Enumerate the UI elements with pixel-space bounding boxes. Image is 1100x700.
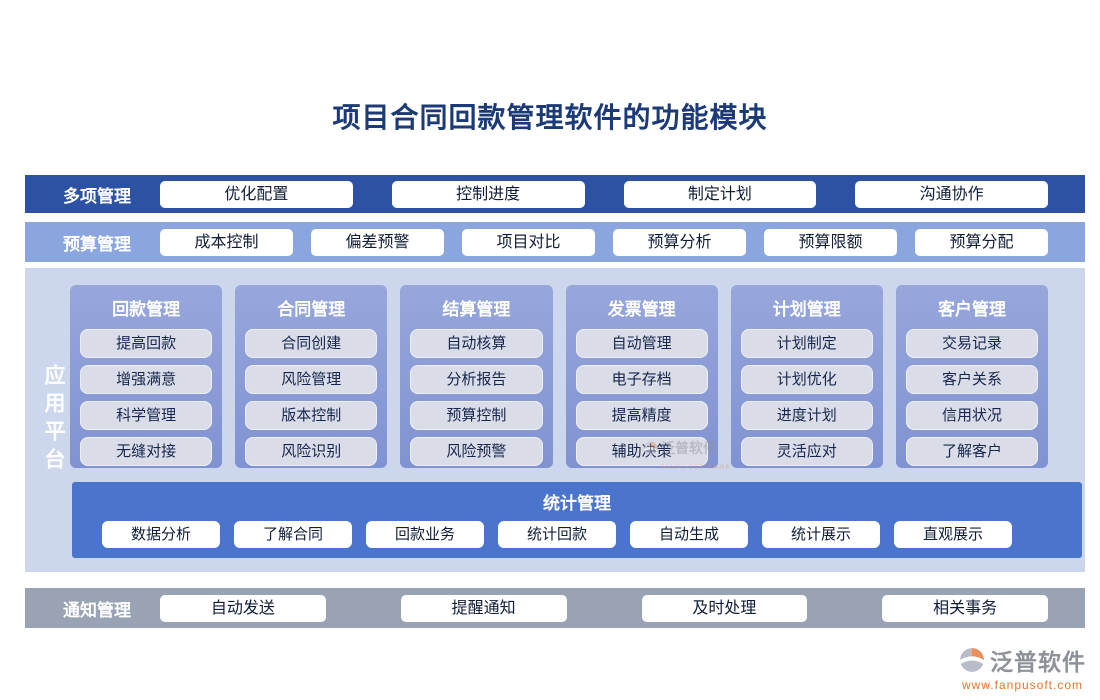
module-card-item: 了解客户 <box>905 437 1039 466</box>
module-card-item: 版本控制 <box>245 401 378 430</box>
module-card-item: 客户关系 <box>905 365 1039 394</box>
stats-item-pill: 数据分析 <box>102 521 220 548</box>
budget-item-pill: 项目对比 <box>462 228 595 256</box>
module-card: 发票管理自动管理电子存档提高精度辅助决策 <box>565 285 718 468</box>
application-platform-panel: 应用平台 回款管理提高回款增强满意科学管理无缝对接合同管理合同创建风险管理版本控… <box>25 268 1085 572</box>
watermark-subtext: FANPU SOFTWARE <box>661 465 731 471</box>
module-card: 计划管理计划制定计划优化进度计划灵活应对 <box>730 285 883 468</box>
module-card-item: 交易记录 <box>905 329 1039 358</box>
multi-item-pill: 优化配置 <box>160 180 353 208</box>
brand-url: www.fanpusoft.com <box>961 678 1084 692</box>
module-card-item: 进度计划 <box>740 401 873 430</box>
module-card-item: 提高精度 <box>575 401 708 430</box>
module-card-item: 提高回款 <box>80 329 213 358</box>
module-card-item: 电子存档 <box>575 365 708 394</box>
module-card-item: 计划制定 <box>740 329 873 358</box>
stats-item-pill: 统计回款 <box>498 521 616 548</box>
module-card: 结算管理自动核算分析报告预算控制风险预警 <box>400 285 553 468</box>
band-notice-items: 自动发送 提醒通知 及时处理 相关事务 <box>160 594 1048 622</box>
stats-item-pill: 回款业务 <box>366 521 484 548</box>
module-card-item: 辅助决策 <box>575 437 708 466</box>
module-card-title: 回款管理 <box>112 300 181 319</box>
band-budget-management: 预算管理 成本控制偏差预警项目对比预算分析预算限额预算分配 <box>25 222 1085 262</box>
center-watermark: 泛普软件 FANPU SOFTWARE <box>643 441 730 473</box>
page-title: 项目合同回款管理软件的功能模块 <box>332 102 768 133</box>
band-budget-label: 预算管理 <box>63 234 131 254</box>
stats-item-pill: 直观展示 <box>894 521 1012 548</box>
module-card-item: 计划优化 <box>740 365 873 394</box>
stats-item-pill: 自动生成 <box>630 521 748 548</box>
module-columns: 回款管理提高回款增强满意科学管理无缝对接合同管理合同创建风险管理版本控制风险识别… <box>70 285 1049 468</box>
budget-item-pill: 预算限额 <box>764 228 897 256</box>
fanpu-brand-footer: 泛普软件 www.fanpusoft.com <box>959 643 1086 692</box>
band-budget-items: 成本控制偏差预警项目对比预算分析预算限额预算分配 <box>160 228 1048 256</box>
module-card-title: 计划管理 <box>772 300 841 319</box>
module-card-item: 风险预警 <box>410 437 543 466</box>
module-card-item: 风险管理 <box>245 365 378 394</box>
stats-management-bar: 统计管理 数据分析了解合同回款业务统计回款自动生成统计展示直观展示 <box>72 482 1082 558</box>
stats-title: 统计管理 <box>543 494 611 513</box>
module-card: 合同管理合同创建风险管理版本控制风险识别 <box>235 285 388 468</box>
module-card-item: 信用状况 <box>905 401 1039 430</box>
module-card-item: 灵活应对 <box>740 437 873 466</box>
budget-item-pill: 预算分析 <box>613 228 746 256</box>
module-card-item: 风险识别 <box>245 437 378 466</box>
multi-item-pill: 制定计划 <box>623 180 817 208</box>
module-card-item: 科学管理 <box>80 401 213 430</box>
multi-item-pill: 沟通协作 <box>855 180 1048 208</box>
module-card-item: 自动核算 <box>410 329 543 358</box>
module-card-item: 预算控制 <box>410 401 543 430</box>
module-card-item: 自动管理 <box>575 329 708 358</box>
module-card: 回款管理提高回款增强满意科学管理无缝对接 <box>70 285 223 468</box>
multi-item-pill: 控制进度 <box>391 180 585 208</box>
band-multi-management: 多项管理 优化配置 控制进度 制定计划 沟通协作 <box>25 175 1085 213</box>
notice-item-pill: 自动发送 <box>160 594 326 622</box>
notice-item-pill: 及时处理 <box>641 594 808 622</box>
brand-row: 泛普软件 <box>959 643 1086 677</box>
budget-item-pill: 预算分配 <box>915 228 1048 256</box>
platform-vertical-label: 应用平台 <box>42 364 65 476</box>
module-card-item: 无缝对接 <box>80 437 213 466</box>
module-card-item: 分析报告 <box>410 365 543 394</box>
module-card-title: 发票管理 <box>607 300 676 319</box>
watermark-text: 泛普软件 FANPU SOFTWARE <box>661 441 730 473</box>
module-card-title: 合同管理 <box>277 300 346 319</box>
stats-item-pill: 统计展示 <box>762 521 880 548</box>
band-notice-management: 通知管理 自动发送 提醒通知 及时处理 相关事务 <box>25 588 1085 628</box>
module-card-item: 合同创建 <box>245 329 378 358</box>
band-notice-label: 通知管理 <box>63 600 131 620</box>
watermark-swirl-icon <box>643 441 658 456</box>
brand-name: 泛普软件 <box>990 649 1086 675</box>
budget-item-pill: 偏差预警 <box>311 228 444 256</box>
stats-item-pill: 了解合同 <box>234 521 352 548</box>
watermark-brand: 泛普软件 <box>661 440 717 456</box>
module-card-title: 结算管理 <box>442 300 511 319</box>
notice-item-pill: 提醒通知 <box>400 594 567 622</box>
band-multi-items: 优化配置 控制进度 制定计划 沟通协作 <box>160 180 1048 208</box>
module-card-item: 增强满意 <box>80 365 213 394</box>
notice-item-pill: 相关事务 <box>882 594 1048 622</box>
module-card: 客户管理交易记录客户关系信用状况了解客户 <box>895 285 1049 468</box>
fanpu-logo-icon <box>960 648 984 672</box>
band-multi-label: 多项管理 <box>63 186 131 206</box>
module-card-title: 客户管理 <box>937 300 1006 319</box>
budget-item-pill: 成本控制 <box>160 228 293 256</box>
stats-items: 数据分析了解合同回款业务统计回款自动生成统计展示直观展示 <box>72 514 1082 548</box>
